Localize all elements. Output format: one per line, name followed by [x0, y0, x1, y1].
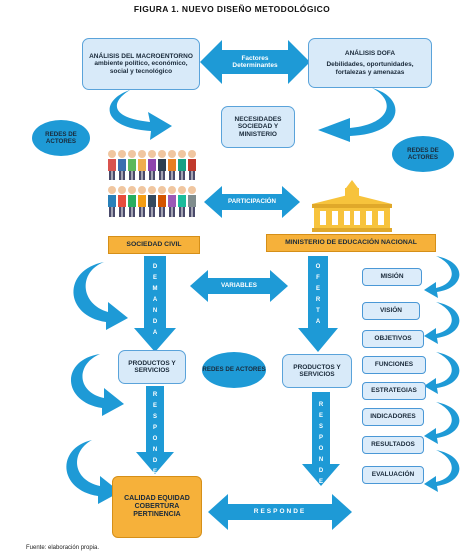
factores-label: Factores Determinantes	[232, 54, 278, 69]
figure-source: Fuente: elaboración propia.	[26, 545, 100, 551]
curve-arrow-side-1	[424, 256, 460, 298]
responde-right-arrow	[302, 392, 340, 486]
side-item-1: VISIÓN	[362, 302, 420, 320]
curve-arrow-side-4	[424, 402, 460, 444]
variables-label: VARIABLES	[221, 282, 257, 290]
side-item-6: RESULTADOS	[362, 436, 424, 454]
redes-actores-right: REDES DE ACTORES	[392, 136, 454, 172]
responde-left-arrow	[136, 386, 174, 474]
ministerio-box: MINISTERIO DE EDUCACIÓN NACIONAL	[266, 234, 436, 252]
productos-servicios-right: PRODUCTOS Y SERVICIOS	[282, 354, 352, 388]
curve-arrow-left-2	[70, 354, 124, 416]
curve-arrow-left-1	[73, 262, 128, 330]
calidad-box: CALIDAD EQUIDAD COBERTURA PERTINENCIA	[112, 476, 202, 538]
participacion-label: PARTICIPACIÓN	[228, 198, 276, 206]
curve-arrow-macro	[109, 90, 172, 140]
side-item-7: EVALUACIÓN	[362, 466, 424, 484]
redes-actores-left: REDES DE ACTORES	[32, 120, 90, 156]
curve-arrow-dofa	[318, 88, 396, 142]
dofa-body: Debilidades, oportunidades, fortalezas y…	[326, 61, 414, 76]
curve-arrow-side-2	[424, 302, 460, 344]
responde-bottom-double-arrow	[208, 494, 352, 530]
demanda-arrow	[134, 256, 176, 352]
side-item-5: INDICADORES	[362, 408, 424, 426]
necesidades-box: NECESIDADES SOCIEDAD Y MINISTERIO	[221, 106, 295, 148]
curve-arrow-side-3	[424, 352, 460, 394]
curve-arrow-left-3	[66, 440, 120, 504]
macroentorno-box: ANÁLISIS DEL MACROENTORNO ambiente polít…	[82, 38, 200, 90]
productos-servicios-left: PRODUCTOS Y SERVICIOS	[118, 350, 186, 384]
sociedad-civil-box: SOCIEDAD CIVIL	[108, 236, 200, 254]
side-item-0: MISIÓN	[362, 268, 422, 286]
side-item-3: FUNCIONES	[362, 356, 426, 374]
participacion-double-arrow	[204, 186, 300, 218]
figure-title: FIGURA 1. NUEVO DISEÑO METODOLÓGICO	[133, 4, 331, 14]
oferta-arrow	[298, 256, 338, 352]
factores-double-arrow	[200, 40, 310, 84]
dofa-title: ANÁLISIS DOFA	[344, 49, 396, 57]
dofa-box: ANÁLISIS DOFA Debilidades, oportunidades…	[308, 38, 432, 88]
responde-bottom-label: RESPONDE	[253, 508, 307, 516]
people-group-icon	[108, 150, 196, 217]
curve-arrow-side-5	[424, 450, 460, 492]
variables-double-arrow	[190, 270, 288, 302]
side-item-4: ESTRATEGIAS	[362, 382, 426, 400]
building-icon	[312, 180, 392, 232]
side-item-2: OBJETIVOS	[362, 330, 424, 348]
redes-actores-mid: REDES DE ACTORES	[202, 352, 266, 388]
